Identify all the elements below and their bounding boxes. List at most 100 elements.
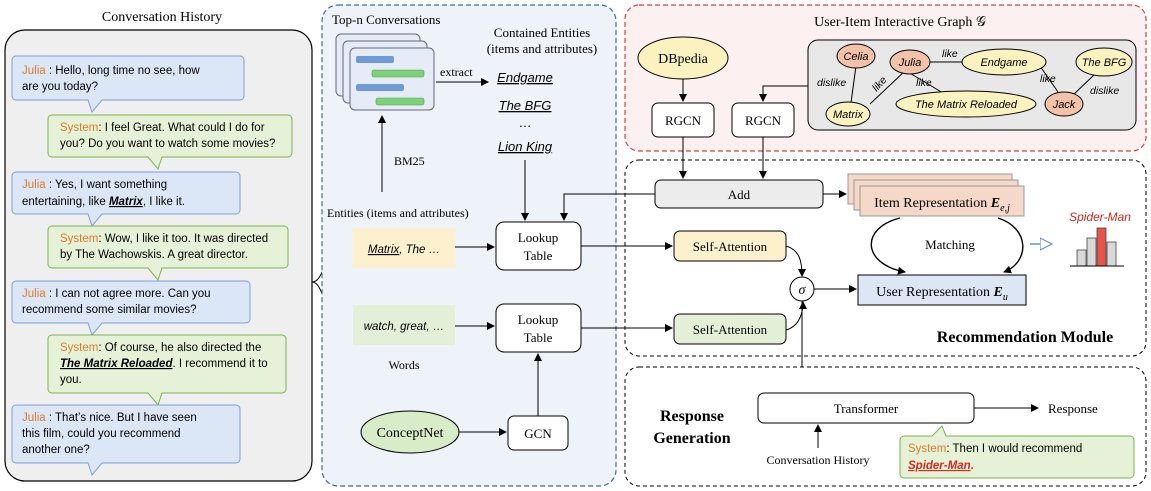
- self-attention-label: Self-Attention: [693, 239, 768, 254]
- message-text: recommend some similar movies?: [22, 304, 196, 316]
- svg-text:System: I feel Great. What co: System: I feel Great. What could I do fo…: [60, 122, 265, 134]
- message-text: by The Wachowskis. A great director.: [60, 249, 248, 261]
- contained-entities-sub: (items and attributes): [487, 41, 597, 56]
- response-generation-title: Response: [660, 408, 724, 425]
- graph-node-julia: [889, 49, 931, 75]
- top-n-conversations-stack: [335, 33, 435, 111]
- contained-entities-label: Contained Entities: [494, 25, 590, 40]
- recommendation-module-title: Recommendation Module: [937, 329, 1113, 346]
- svg-text:entertaining, like Matrix, I l: entertaining, like Matrix, I like it.: [22, 196, 185, 208]
- conversation-title: Conversation History: [102, 10, 222, 25]
- graph-node-label: Jack: [1052, 99, 1076, 111]
- entity-the-bfg: The BFG: [499, 98, 552, 113]
- message-julia-1: Julia : Hello, long time no see, how are…: [11, 55, 245, 114]
- recommendation-bar-chart-icon: [1070, 227, 1124, 267]
- svg-text:System: Of course, he also di: System: Of course, he also directed the: [60, 342, 261, 354]
- transformer-label: Transformer: [834, 401, 899, 416]
- graph-node-label: Endgame: [980, 57, 1027, 69]
- rgcn-label: RGCN: [745, 113, 782, 128]
- retrieval-panel: [321, 4, 617, 487]
- item-representation-stack: [847, 173, 1025, 217]
- add-to-lookup-arrow: [560, 193, 655, 221]
- svg-text:Julia : That’s nice. But I hav: Julia : That’s nice. But I have seen: [22, 412, 197, 424]
- attention1-to-sigma-arrow: [785, 245, 806, 277]
- graph-node-jack: [1044, 91, 1084, 117]
- conversation-history-label: Conversation History: [767, 453, 870, 467]
- message-system-1: System: I feel Great. What could I do fo…: [47, 114, 293, 171]
- graph-to-rgcn-arrow: [759, 85, 808, 102]
- svg-text:Spider-Man.: Spider-Man.: [908, 460, 974, 472]
- response-bubble: System: Then I would recommend Spider-Ma…: [899, 425, 1135, 479]
- top-n-label: Top-n Conversations: [332, 12, 441, 27]
- graph-node-matrix-reloaded: [895, 90, 1037, 118]
- message-text: you.: [60, 374, 82, 386]
- svg-text:Julia : I can not agree more.: Julia : I can not agree more. Can you: [22, 288, 211, 300]
- user-representation-label: User Representation Eu: [876, 285, 1008, 303]
- lookup-label: Lookup: [518, 312, 558, 327]
- conversation-panel: Conversation History Julia : Hello, long…: [4, 10, 313, 482]
- graph-node-label: The Matrix Reloaded: [915, 99, 1018, 111]
- attention2-to-sigma-arrow: [785, 301, 807, 331]
- svg-text:Julia : Hello, long time no se: Julia : Hello, long time no see, how: [22, 65, 200, 77]
- add-label: Add: [728, 187, 751, 202]
- entity-input-box: [353, 228, 455, 268]
- svg-text:System: Then I would recommend: System: Then I would recommend: [908, 443, 1082, 455]
- edge-label: like: [942, 48, 958, 60]
- message-text: you? Do you want to watch some movies?: [60, 138, 275, 150]
- response-generation-title: Generation: [653, 430, 730, 447]
- entity-lion-king: Lion King: [498, 139, 553, 154]
- sigma-label: σ: [799, 283, 807, 298]
- graph-node-label: Celia: [843, 51, 868, 63]
- lookup-label: Table: [524, 330, 553, 345]
- svg-text:System: Wow, I like it too. It: System: Wow, I like it too. It was direc…: [60, 233, 268, 245]
- message-system-3: System: Of course, he also directed the …: [47, 334, 287, 407]
- words-input-box: [353, 305, 455, 345]
- spider-man-label: Spider-Man: [1069, 210, 1131, 224]
- response-label: Response: [1048, 401, 1098, 416]
- words-label: Words: [388, 358, 419, 372]
- graph-title: User-Item Interactive Graph 𝒢: [814, 15, 986, 30]
- bm25-label: BM25: [394, 154, 425, 168]
- words-box-text: watch, great, …: [364, 321, 445, 333]
- message-julia-2: Julia : Yes, I want something entertaini…: [11, 171, 241, 228]
- dbpedia-label: DBpedia: [658, 52, 709, 67]
- edge-label: like: [916, 77, 932, 89]
- graph-node-endgame: [961, 48, 1047, 76]
- edge-label: dislike: [817, 77, 846, 89]
- svg-text:Julia : Yes, I want something: Julia : Yes, I want something: [22, 179, 167, 191]
- graph-node-label: Matrix: [833, 109, 863, 121]
- message-text: another one?: [22, 444, 90, 456]
- rgcn-label: RGCN: [665, 113, 702, 128]
- message-julia-3: Julia : I can not agree more. Can you re…: [11, 280, 251, 337]
- gcn-label: GCN: [524, 426, 552, 441]
- message-text: this film, could you recommend: [22, 428, 181, 440]
- matching-loop-right: [997, 217, 1024, 274]
- matching-label: Matching: [925, 237, 975, 252]
- message-text: : Hello, long time no see, how: [46, 65, 201, 77]
- user-representation-box: [857, 274, 1027, 306]
- lookup-label: Lookup: [518, 230, 558, 245]
- edge-label: like: [1040, 73, 1056, 85]
- item-representation-label: Item Representation Ee,j: [874, 196, 1010, 214]
- entities-items-label: Entities (items and attributes): [327, 206, 469, 220]
- svg-text:The Matrix Reloaded. I recomme: The Matrix Reloaded. I recommend it to: [60, 358, 268, 370]
- graph-node-matrix: [825, 101, 871, 127]
- lookup-label: Table: [524, 248, 553, 263]
- graph-node-label: Julia: [898, 57, 922, 69]
- graph-node-celia: [836, 43, 876, 69]
- entity-endgame: Endgame: [497, 70, 553, 85]
- conceptnet-label: ConceptNet: [377, 426, 444, 441]
- svg-text:Matrix, The …: Matrix, The …: [368, 244, 440, 256]
- message-julia-4: Julia : That’s nice. But I have seen thi…: [11, 404, 241, 477]
- matching-loop-left: [870, 217, 906, 275]
- message-text: are you today?: [22, 81, 98, 93]
- self-attention-words: [673, 313, 787, 345]
- graph-node-the-bfg: [1075, 47, 1133, 77]
- message-system-2: System: Wow, I like it too. It was direc…: [47, 225, 289, 282]
- entity-ellipsis: …: [519, 115, 532, 130]
- extract-label-top: extract: [440, 65, 473, 79]
- edge-label: dislike: [1090, 85, 1119, 97]
- self-attention-label: Self-Attention: [693, 322, 768, 337]
- graph-node-label: The BFG: [1082, 57, 1127, 69]
